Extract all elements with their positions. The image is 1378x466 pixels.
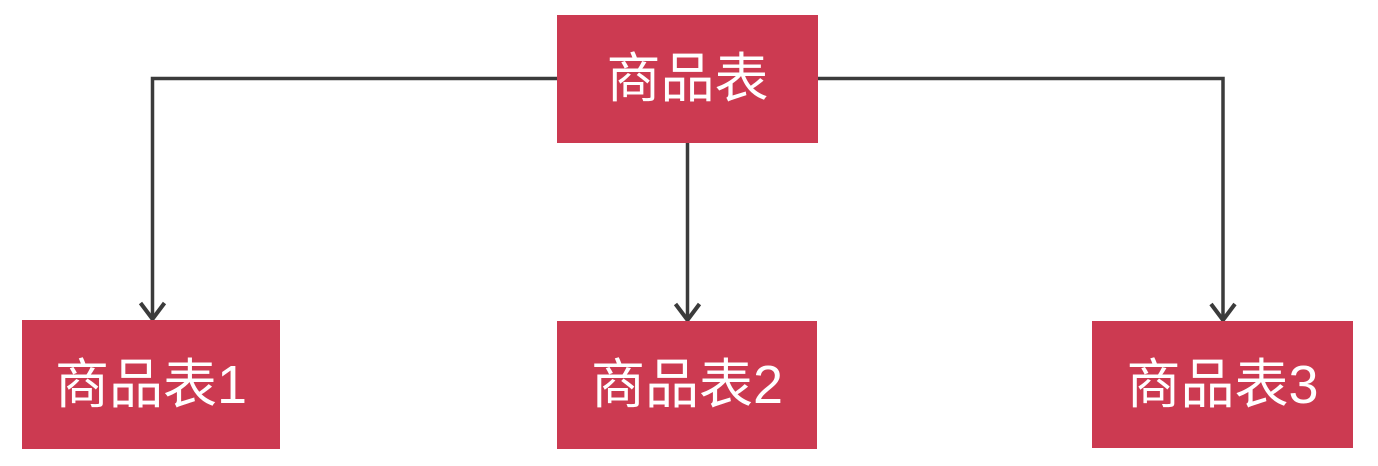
node-child2[interactable]: 商品表2 bbox=[557, 321, 817, 449]
edge-line bbox=[818, 76, 1225, 317]
edge-root-to-child1 bbox=[138, 76, 557, 323]
node-root-label: 商品表 bbox=[606, 49, 769, 109]
arrowhead-down-icon bbox=[138, 301, 167, 323]
node-root[interactable]: 商品表 bbox=[557, 15, 818, 143]
node-child3-label: 商品表3 bbox=[1126, 354, 1319, 415]
edge-root-to-child2 bbox=[673, 143, 702, 324]
edge-line bbox=[150, 76, 557, 316]
arrowhead-down-icon bbox=[1209, 302, 1237, 324]
arrowhead-down-icon bbox=[673, 302, 702, 324]
edge-root-to-child3 bbox=[818, 76, 1237, 324]
node-child1-label: 商品表1 bbox=[54, 354, 248, 415]
node-child1[interactable]: 商品表1 bbox=[22, 320, 280, 449]
node-child3[interactable]: 商品表3 bbox=[1092, 321, 1353, 448]
node-child2-label: 商品表2 bbox=[590, 355, 784, 415]
